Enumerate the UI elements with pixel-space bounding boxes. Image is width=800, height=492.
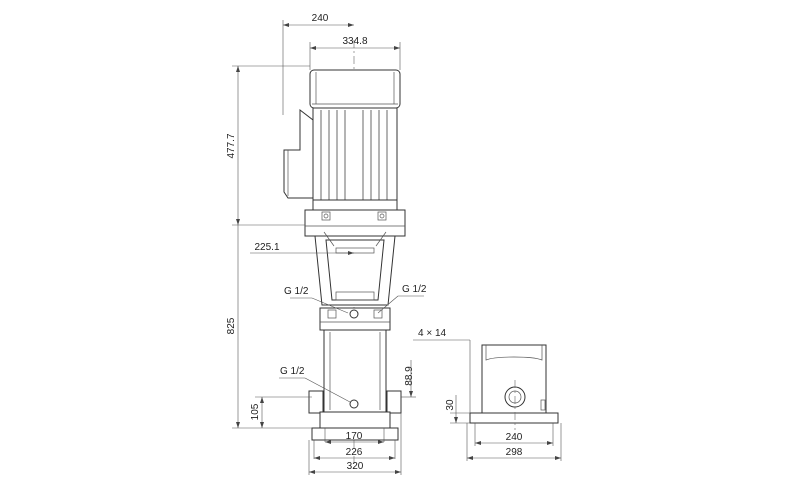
dim-label-240-top: 240 bbox=[312, 13, 329, 24]
dim-105: 105 bbox=[232, 396, 312, 429]
dim-label-225-1: 225.1 bbox=[254, 242, 279, 253]
dim-label-4x14: 4 × 14 bbox=[418, 328, 447, 339]
side-view bbox=[469, 344, 559, 430]
coupling-lantern bbox=[314, 231, 396, 306]
dim-label-240-side: 240 bbox=[506, 432, 523, 443]
vent-plug bbox=[349, 309, 359, 319]
vent-right-label: G 1/2 bbox=[402, 284, 427, 295]
dim-170: 170 bbox=[324, 428, 385, 444]
dim-226: 226 bbox=[313, 440, 396, 460]
dim-label-30: 30 bbox=[445, 399, 456, 411]
vent-right-callout: G 1/2 bbox=[377, 284, 427, 314]
dim-334-8: 334.8 bbox=[309, 36, 401, 70]
vent-left-label: G 1/2 bbox=[284, 286, 309, 297]
dim-825: 825 bbox=[226, 225, 240, 428]
dim-label-88-9: 88.9 bbox=[404, 366, 415, 386]
dim-label-477-7: 477.7 bbox=[226, 133, 237, 158]
dim-label-320: 320 bbox=[347, 461, 364, 472]
motor-flange bbox=[304, 209, 406, 237]
pump-sleeve bbox=[323, 329, 387, 413]
terminal-box bbox=[283, 108, 314, 199]
pump-head bbox=[319, 307, 391, 331]
dim-30: 30 bbox=[445, 395, 470, 424]
dim-88-9: 88.9 bbox=[401, 360, 416, 398]
dim-240-side: 240 bbox=[474, 423, 554, 446]
dim-label-226: 226 bbox=[346, 447, 363, 458]
dim-label-334-8: 334.8 bbox=[342, 36, 367, 47]
drain-label: G 1/2 bbox=[280, 366, 305, 377]
dim-label-825: 825 bbox=[226, 317, 237, 334]
vent-left-callout: G 1/2 bbox=[284, 286, 349, 314]
motor-body bbox=[312, 107, 398, 211]
motor-fan-cover bbox=[309, 69, 401, 109]
dim-298: 298 bbox=[466, 423, 562, 461]
pump-base bbox=[308, 390, 402, 441]
drain-plug bbox=[349, 399, 359, 409]
dim-label-170: 170 bbox=[346, 431, 363, 442]
drain-callout: G 1/2 bbox=[279, 366, 351, 403]
dim-225-1: 225.1 bbox=[250, 242, 354, 255]
dim-240-top: 240 bbox=[282, 13, 354, 115]
dim-320: 320 bbox=[308, 413, 402, 475]
dim-label-105: 105 bbox=[250, 403, 261, 420]
dim-477-7: 477.7 bbox=[226, 65, 310, 226]
dim-label-298: 298 bbox=[506, 447, 523, 458]
dim-4x14: 4 × 14 bbox=[413, 328, 471, 413]
